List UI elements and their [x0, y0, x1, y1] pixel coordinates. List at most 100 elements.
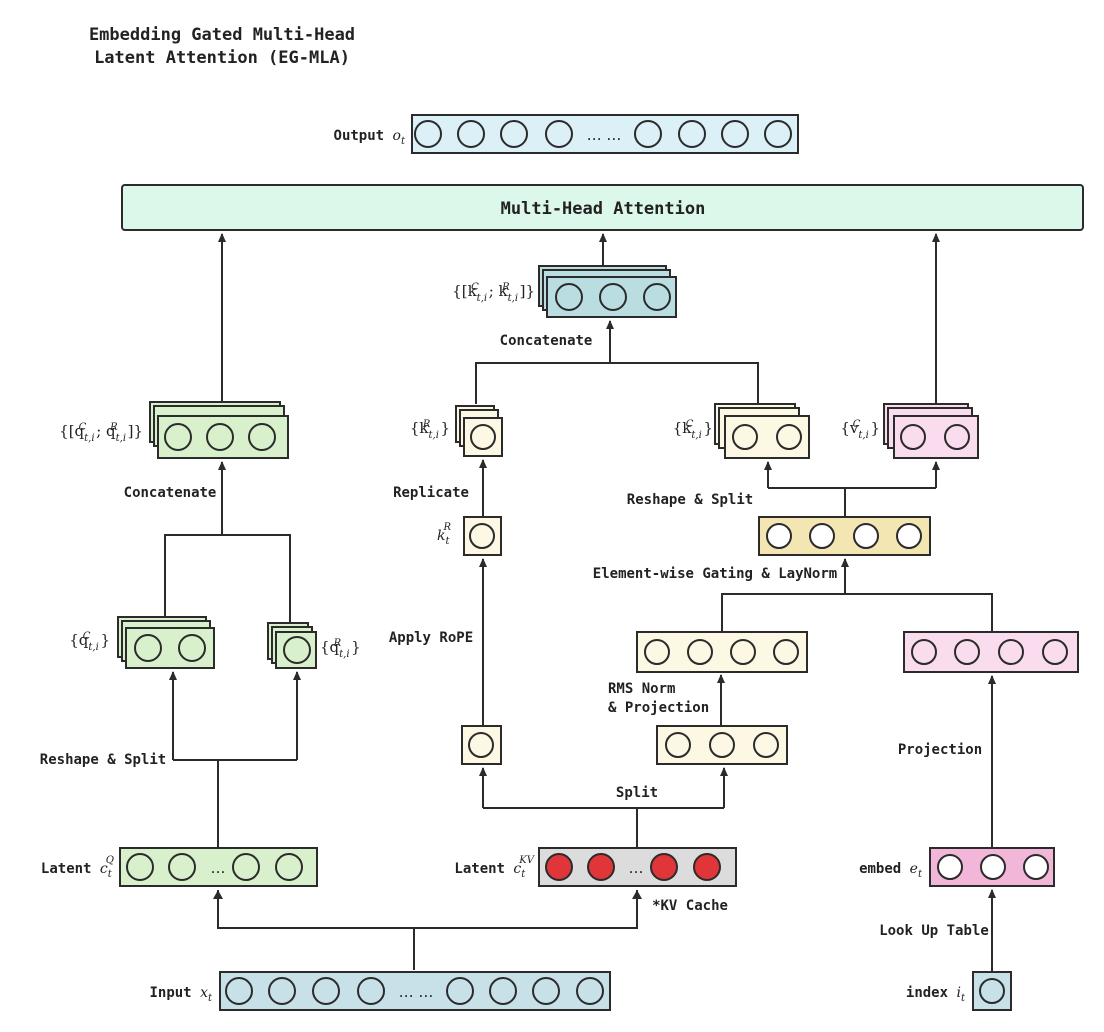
k-c-node	[732, 424, 758, 450]
rms-norm-label-line-1: RMS Norm	[608, 681, 675, 697]
embed-projected-node	[1042, 639, 1068, 665]
output-vector: … …	[411, 114, 799, 154]
latent-kv-node	[650, 853, 678, 881]
latent-kv-node	[693, 853, 721, 881]
gated-node	[809, 523, 835, 549]
concat-q-label: Concatenate	[124, 485, 217, 501]
latent-q-node	[232, 853, 260, 881]
replicate-label: Replicate	[393, 485, 469, 501]
latent-q-label: Latent ctQ	[41, 855, 114, 880]
q-r-label: {qt,iR}	[320, 638, 361, 660]
gated-node	[853, 523, 879, 549]
input-node	[446, 977, 474, 1005]
embed-label: embed et	[859, 861, 923, 880]
k-c-label: {kt,iC}	[673, 419, 713, 441]
latent-q-node	[275, 853, 303, 881]
multi-head-attention-box	[121, 184, 1084, 231]
kv-compressed-node	[665, 732, 691, 758]
embed-node	[1023, 854, 1049, 880]
k-r-t-label: ktR	[437, 522, 452, 547]
q-concat-label: {[qt,iC; qt,iR]}	[59, 422, 143, 444]
output-node	[457, 120, 485, 148]
embed-node	[937, 854, 963, 880]
q-concat-node	[248, 423, 276, 451]
v-c-stack	[883, 403, 979, 459]
k-concat-stack	[538, 265, 677, 318]
projection-label: Projection	[898, 742, 982, 758]
reshape-split-kv-label: Reshape & Split	[627, 492, 753, 508]
latent-kv-vector: …	[538, 847, 737, 887]
k-r-vector	[463, 516, 502, 556]
k-concat-node	[599, 283, 627, 311]
latent-kv-label: Latent ctKV	[454, 855, 535, 880]
latent-kv-ellipsis: …	[629, 859, 644, 877]
gating-merge-line	[721, 593, 993, 632]
input-node	[576, 977, 604, 1005]
input-node	[225, 977, 253, 1005]
q-concat-node	[164, 423, 192, 451]
input-node	[268, 977, 296, 1005]
latent-q-node	[168, 853, 196, 881]
kv-normalized-vector	[636, 631, 808, 673]
kv-compressed-node	[753, 732, 779, 758]
gated-kv-vector	[758, 516, 931, 556]
output-node	[414, 120, 442, 148]
kv-normalized-node	[730, 639, 756, 665]
k-concat-node	[555, 283, 583, 311]
kv-normalized-node	[687, 639, 713, 665]
diagram-title-line-1: Embedding Gated Multi-Head	[89, 25, 355, 45]
output-circles	[414, 120, 792, 148]
q-merge-line	[164, 534, 291, 623]
latent-kv-node	[587, 853, 615, 881]
embed-projected-node	[911, 639, 937, 665]
output-label: Output ot	[334, 128, 406, 147]
output-node	[634, 120, 662, 148]
v-c-node	[944, 424, 970, 450]
index-label: index it	[906, 985, 966, 1004]
kv-normalized-node	[644, 639, 670, 665]
k-r-t-node	[469, 523, 495, 549]
latent-q-vector: …	[119, 847, 318, 887]
latent-kv-node	[545, 853, 573, 881]
input-node	[357, 977, 385, 1005]
rms-norm-label-line-2: & Projection	[608, 700, 709, 716]
reshape-split-q-label: Reshape & Split	[40, 752, 166, 768]
output-node	[721, 120, 749, 148]
k-r-i-label: {kt,iR}	[410, 419, 450, 441]
k-pe-vector	[461, 725, 502, 765]
input-label: Input xt	[149, 985, 213, 1004]
embed-vector	[929, 847, 1055, 887]
kv-cache-label: *KV Cache	[652, 898, 728, 914]
embed-projected-node	[998, 639, 1024, 665]
q-c-node	[178, 634, 206, 662]
k-c-stack	[714, 403, 810, 459]
v-c-label: {vt,iC}	[840, 419, 880, 441]
output-ellipsis: … …	[587, 126, 622, 144]
k-r-replicated-stack	[455, 405, 503, 457]
input-node	[489, 977, 517, 1005]
gating-label: Element-wise Gating & LayNorm	[593, 566, 837, 582]
index-node	[979, 978, 1005, 1004]
gated-node	[766, 523, 792, 549]
kv-normalized-node	[773, 639, 799, 665]
output-node	[545, 120, 573, 148]
multi-head-attention-label: Multi-Head Attention	[501, 199, 706, 219]
k-c-node	[776, 424, 802, 450]
output-node	[764, 120, 792, 148]
concat-k-label: Concatenate	[500, 333, 593, 349]
q-concat-stack	[149, 401, 289, 459]
input-node	[532, 977, 560, 1005]
latent-q-node	[126, 853, 154, 881]
input-to-latent-kv	[414, 890, 638, 929]
lookup-label: Look Up Table	[879, 923, 989, 939]
k-merge-line	[475, 362, 759, 404]
apply-rope-label: Apply RoPE	[389, 630, 473, 646]
kv-compressed-node	[709, 732, 735, 758]
q-r-node	[283, 636, 311, 664]
output-node	[500, 120, 528, 148]
arrowhead-latent-q	[213, 890, 223, 899]
input-node	[312, 977, 340, 1005]
arrowhead-latent-kv	[632, 890, 642, 899]
input-ellipsis: … …	[399, 983, 434, 1001]
k-r-node	[470, 424, 496, 450]
